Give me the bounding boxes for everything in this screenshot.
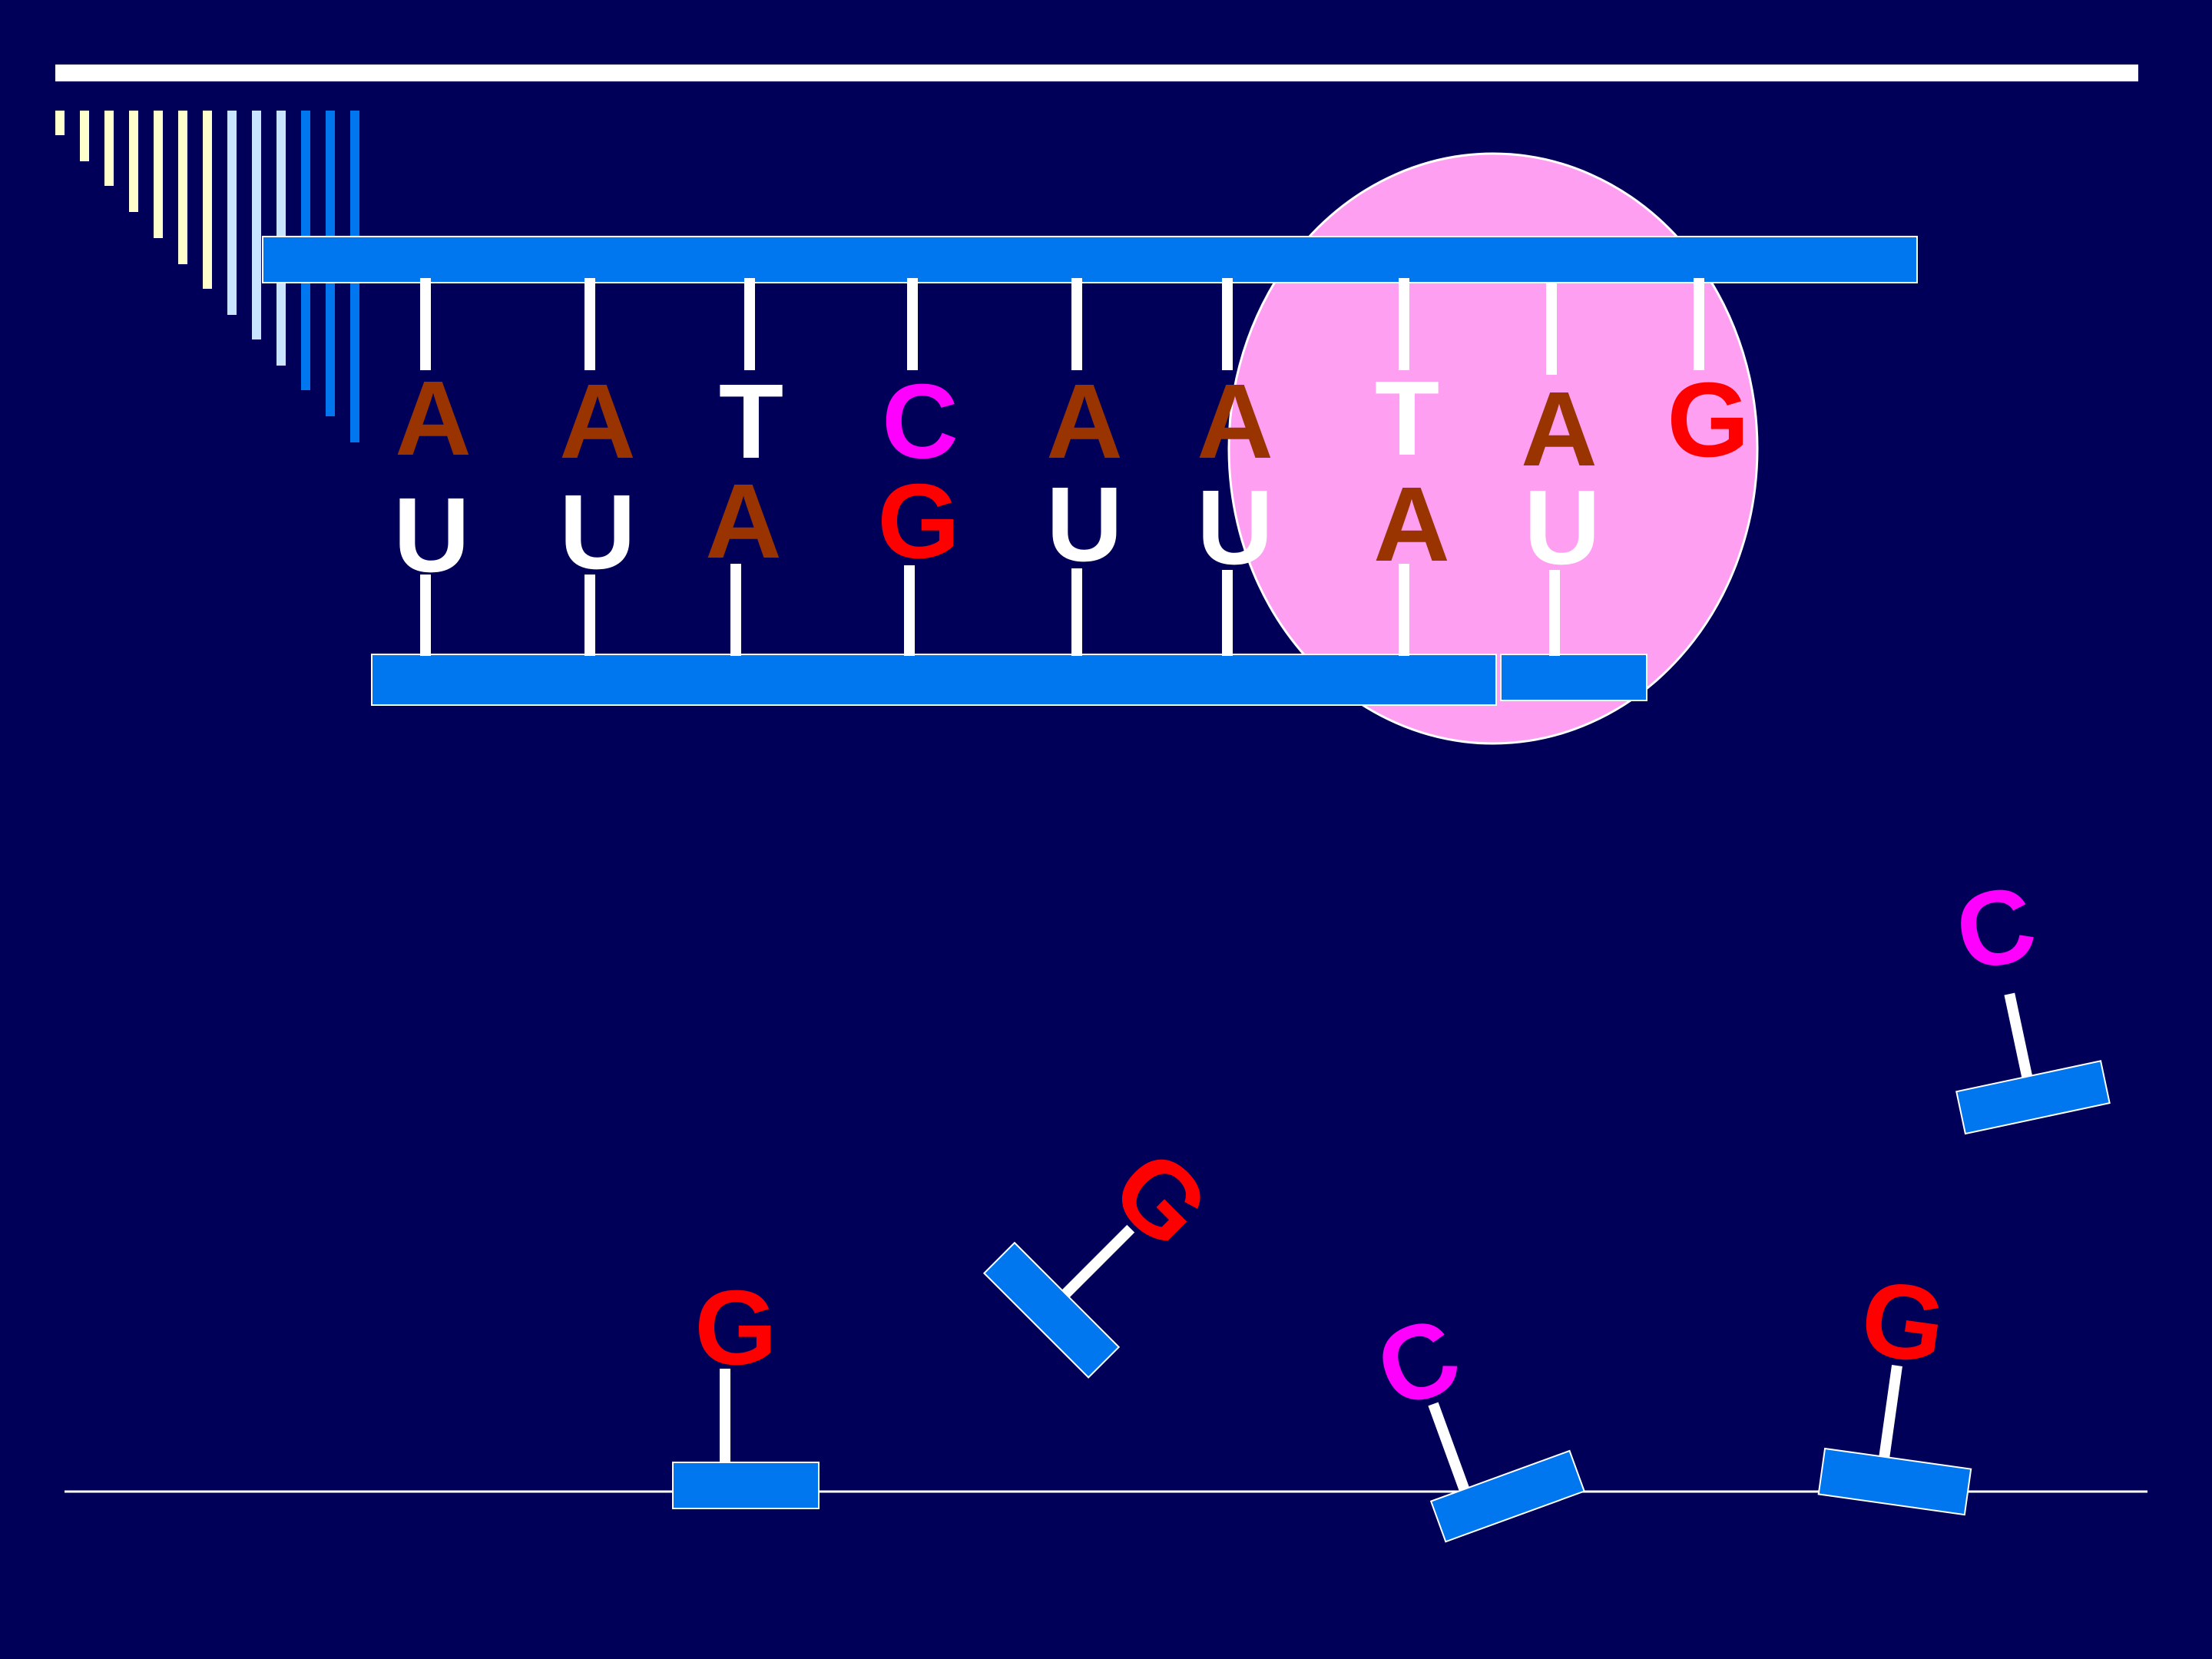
nucleotide-sugar-block [982, 1241, 1121, 1379]
rna-base: A [1373, 465, 1450, 584]
decoration-bar [154, 111, 163, 238]
nucleotide-sugar-block [1429, 1449, 1585, 1543]
corner-decoration [55, 111, 359, 442]
dna-base: A [1521, 370, 1598, 488]
rna-transcript-strand-new-segment [1500, 654, 1647, 701]
rna-transcript-strand [371, 654, 1497, 706]
dna-base: C [882, 363, 959, 481]
rna-base: A [705, 462, 782, 581]
dna-base: G [1667, 361, 1749, 479]
decoration-bar [252, 111, 261, 339]
free-nucleotide: G [1817, 1258, 1972, 1516]
nucleotide-base: G [694, 1269, 777, 1387]
rna-base: U [559, 473, 636, 591]
free-nucleotide: G [672, 1269, 820, 1509]
nucleotide-stem [1878, 1365, 1902, 1461]
dna-base: T [1375, 359, 1439, 478]
rna-base: G [877, 462, 959, 581]
dna-base: A [1197, 363, 1273, 481]
rna-base: U [1197, 469, 1273, 587]
rna-base: U [1046, 465, 1123, 584]
nucleotide-stem [2004, 992, 2035, 1085]
dna-template-strand [262, 236, 1918, 283]
decoration-bar [178, 111, 187, 264]
nucleotide-base: G [1854, 1258, 1952, 1386]
nucleotide-stem [1061, 1224, 1135, 1298]
decoration-bar [55, 111, 65, 135]
dna-base: T [719, 363, 783, 481]
dna-template-bases: A A T C A A T A G [395, 278, 1750, 488]
decoration-bar [80, 111, 89, 161]
decoration-bar [129, 111, 138, 212]
decoration-bar [227, 111, 237, 315]
title-rule [55, 65, 2138, 81]
dna-base: A [1046, 363, 1123, 481]
nucleotide-sugar-block [1817, 1447, 1972, 1516]
decoration-bar [104, 111, 114, 186]
nucleotide-sugar-block [1955, 1060, 2111, 1135]
rna-base: U [393, 476, 470, 594]
rna-transcript-bases: U U A G U U A U [393, 462, 1601, 656]
nucleotide-sugar-block [672, 1462, 820, 1509]
dna-base: A [559, 363, 636, 481]
rna-base: U [1524, 469, 1601, 587]
rna-polymerase-ellipse [1227, 152, 1759, 745]
nucleotide-stem [1428, 1402, 1470, 1493]
dna-base: A [395, 359, 472, 478]
decoration-bar [203, 111, 212, 289]
